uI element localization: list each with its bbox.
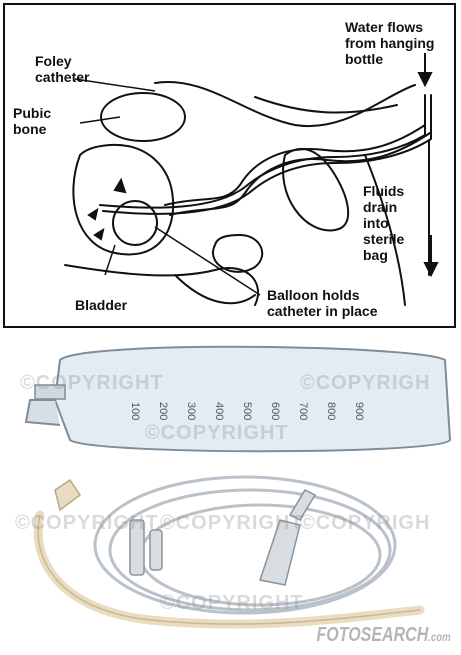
copyright-watermark-4: ©COPYRIGHT — [15, 512, 159, 535]
bag-scale-400: 400 — [213, 402, 225, 420]
fluids-label: Fluids drain into sterile bag — [363, 183, 404, 263]
catheter-diagram-panel: Water flows from hanging bottle Foley ca… — [3, 3, 456, 328]
pubic-bone-label: Pubic bone — [13, 105, 51, 137]
copyright-watermark-2: ©COPYRIGH — [300, 372, 430, 395]
copyright-watermark-1: ©COPYRIGHT — [20, 372, 164, 395]
bag-scale-500: 500 — [241, 402, 253, 420]
bag-scale-300: 300 — [185, 402, 197, 420]
catheter-product-photo: 900 800 700 600 500 400 300 200 100 ©COP… — [0, 330, 461, 655]
foley-catheter-label: Foley catheter — [35, 53, 89, 85]
balloon-label: Balloon holds catheter in place — [267, 287, 378, 319]
bag-scale-900: 900 — [353, 402, 365, 420]
bag-scale-600: 600 — [269, 402, 281, 420]
water-label: Water flows from hanging bottle — [345, 19, 434, 67]
bag-scale-800: 800 — [325, 402, 337, 420]
bladder-shape — [73, 145, 173, 255]
bladder-label: Bladder — [75, 297, 127, 313]
copyright-watermark-7: ©COPYRIGHT — [160, 592, 304, 615]
pubic-bone-shape — [101, 93, 185, 141]
bag-scale-100: 100 — [129, 402, 141, 420]
fotosearch-logo: FOTOSEARCH.com — [317, 624, 451, 647]
bag-scale-700: 700 — [297, 402, 309, 420]
copyright-watermark-5: ©COPYRIGHT — [160, 512, 304, 535]
fotosearch-logo-suffix: .com — [429, 630, 451, 644]
copyright-watermark-3: ©COPYRIGHT — [145, 422, 289, 445]
bag-scale-200: 200 — [157, 402, 169, 420]
copyright-watermark-6: ©COPYRIGH — [300, 512, 430, 535]
fotosearch-logo-text: FOTOSEARCH — [317, 624, 429, 646]
